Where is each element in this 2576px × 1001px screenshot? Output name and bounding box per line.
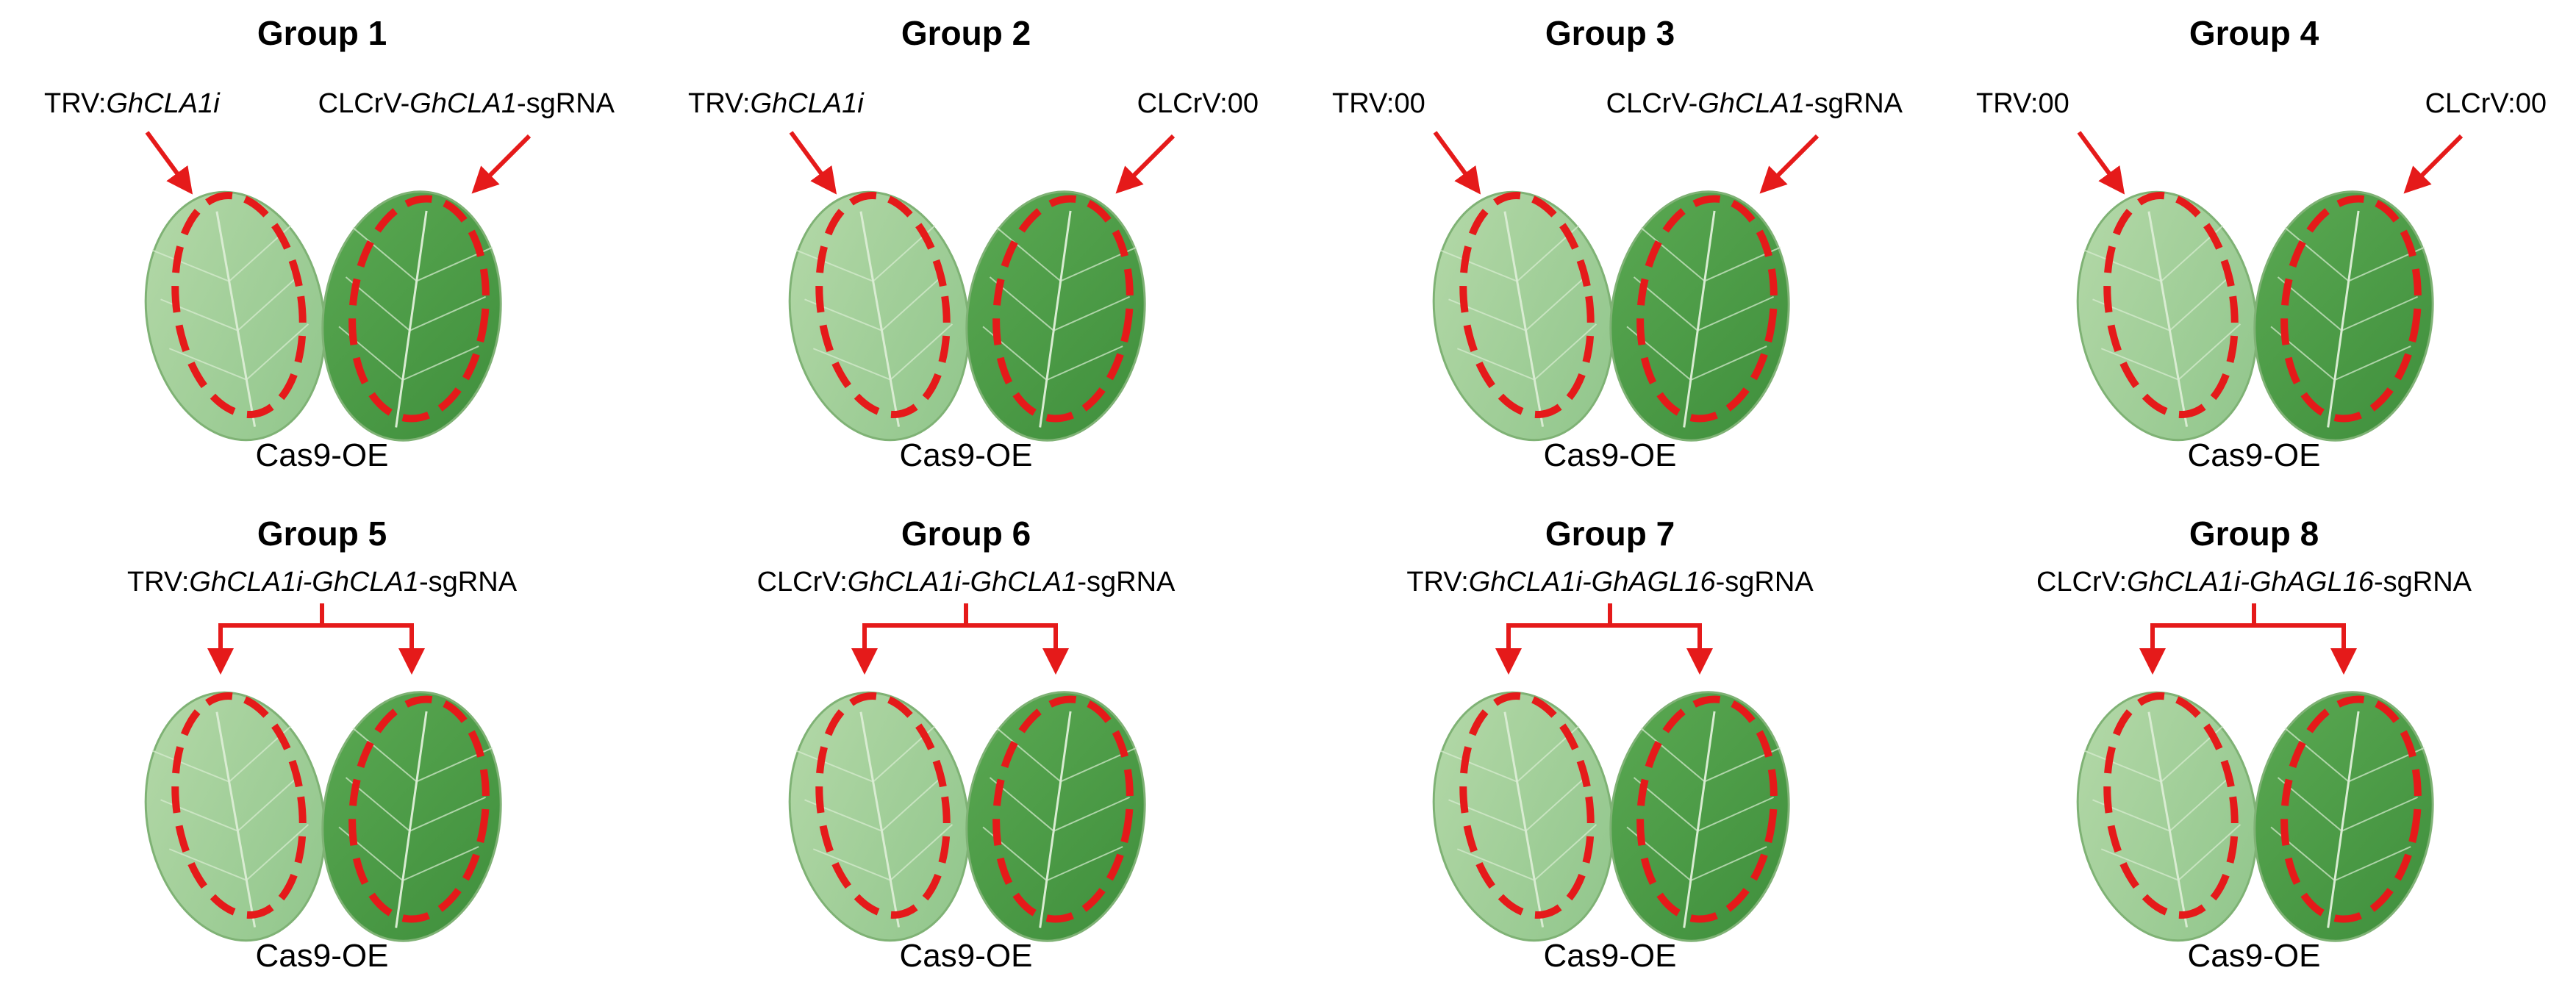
label-gene: GhCLA1i	[106, 88, 219, 119]
genotype-caption: Cas9-OE	[0, 437, 644, 474]
group-title: Group 8	[1932, 514, 2576, 553]
label-suffix: -sgRNA	[419, 567, 517, 598]
label-prefix: TRV:	[44, 88, 106, 119]
label-suffix: -sgRNA	[517, 88, 615, 119]
left-inoculation-label: TRV:GhCLA1i	[44, 88, 220, 120]
group-panel-2: Group 2 TRV:GhCLA1i CLCrV:00Cas9-OE	[644, 0, 1288, 501]
label-prefix: TRV:00	[1332, 88, 1425, 119]
group-title: Group 4	[1932, 13, 2576, 53]
genotype-caption: Cas9-OE	[1288, 938, 1932, 975]
genotype-caption: Cas9-OE	[644, 938, 1288, 975]
genotype-caption: Cas9-OE	[0, 938, 644, 975]
group-title: Group 2	[644, 13, 1288, 53]
label-prefix: TRV:00	[1976, 88, 2069, 119]
group-title: Group 5	[0, 514, 644, 553]
leaf-illustration	[0, 0, 644, 501]
group-panel-4: Group 4 TRV:00 CLCrV:00Cas9-OE	[1932, 0, 2576, 501]
arrow-right	[1122, 136, 1173, 187]
bracket-arrow-right	[322, 625, 412, 666]
label-prefix: TRV:	[127, 567, 189, 598]
label-suffix: -sgRNA	[2374, 567, 2472, 598]
bracket-arrow-left	[865, 603, 966, 666]
group-panel-3: Group 3 TRV:00 CLCrV-GhCLA1-sgRNA Cas9-OE	[1288, 0, 1932, 501]
cotyledon-left	[1414, 678, 1631, 955]
leaf-illustration	[1288, 0, 1932, 501]
label-suffix: -sgRNA	[1077, 567, 1175, 598]
right-inoculation-label: CLCrV-GhCLA1-sgRNA	[1606, 88, 1903, 120]
bracket-arrow-left	[221, 603, 322, 666]
label-prefix: CLCrV:	[2036, 567, 2127, 598]
group-title: Group 1	[0, 13, 644, 53]
joint-inoculation-label: CLCrV:GhCLA1i-GhCLA1-sgRNA	[644, 567, 1288, 598]
left-inoculation-label: TRV:00	[1976, 88, 2069, 120]
group-panel-6: Group 6 CLCrV:GhCLA1i-GhCLA1-sgRNA Cas9-OE	[644, 501, 1288, 1001]
joint-inoculation-label: CLCrV:GhCLA1i-GhAGL16-sgRNA	[1932, 567, 2576, 598]
group-title: Group 3	[1288, 13, 1932, 53]
group-panel-5: Group 5 TRV:GhCLA1i-GhCLA1-sgRNA Cas9-OE	[0, 501, 644, 1001]
label-suffix: -sgRNA	[1716, 567, 1814, 598]
bracket-arrow-left	[1509, 603, 1610, 666]
bracket-arrow-right	[1610, 625, 1700, 666]
label-gene: GhCLA1i-GhCLA1	[848, 567, 1078, 598]
arrow-left	[2079, 132, 2119, 187]
arrow-right	[2410, 136, 2461, 187]
genotype-caption: Cas9-OE	[644, 437, 1288, 474]
label-prefix: TRV:	[688, 88, 750, 119]
arrow-right	[478, 136, 529, 187]
genotype-caption: Cas9-OE	[1932, 938, 2576, 975]
cotyledon-left	[126, 678, 343, 955]
bracket-arrow-right	[966, 625, 1056, 666]
cotyledon-left	[770, 178, 987, 455]
cotyledon-left	[2058, 678, 2275, 955]
bracket-arrow-left	[2153, 603, 2254, 666]
label-gene: GhCLA1i	[750, 88, 863, 119]
label-gene: GhCLA1	[1697, 88, 1805, 119]
arrow-left	[147, 132, 187, 187]
cotyledon-left	[126, 178, 343, 455]
left-inoculation-label: TRV:GhCLA1i	[688, 88, 864, 120]
leaf-illustration	[644, 0, 1288, 501]
label-gene: GhCLA1	[409, 88, 517, 119]
bracket-arrow-right	[2254, 625, 2344, 666]
cotyledon-left	[770, 678, 987, 955]
label-prefix: CLCrV:00	[1137, 88, 1259, 119]
label-prefix: CLCrV:	[757, 567, 848, 598]
left-inoculation-label: TRV:00	[1332, 88, 1425, 120]
arrow-left	[791, 132, 831, 187]
label-gene: GhCLA1i-GhCLA1	[189, 567, 419, 598]
label-gene: GhCLA1i-GhAGL16	[1469, 567, 1716, 598]
arrow-left	[1435, 132, 1475, 187]
group-title: Group 7	[1288, 514, 1932, 553]
group-title: Group 6	[644, 514, 1288, 553]
cotyledon-left	[2058, 178, 2275, 455]
group-panel-1: Group 1 TRV:GhCLA1i CLCrV-GhCLA1-sgRNA Cas9…	[0, 0, 644, 501]
label-prefix: TRV:	[1406, 567, 1468, 598]
label-suffix: -sgRNA	[1805, 88, 1903, 119]
label-prefix: CLCrV-	[318, 88, 410, 119]
label-gene: GhCLA1i-GhAGL16	[2127, 567, 2374, 598]
right-inoculation-label: CLCrV-GhCLA1-sgRNA	[318, 88, 615, 120]
group-panel-7: Group 7 TRV:GhCLA1i-GhAGL16-sgRNA Cas9-OE	[1288, 501, 1932, 1001]
arrow-right	[1766, 136, 1817, 187]
label-prefix: CLCrV:00	[2425, 88, 2547, 119]
cotyledon-left	[1414, 178, 1631, 455]
leaf-illustration	[1932, 0, 2576, 501]
right-inoculation-label: CLCrV:00	[2425, 88, 2547, 120]
right-inoculation-label: CLCrV:00	[1137, 88, 1259, 120]
joint-inoculation-label: TRV:GhCLA1i-GhAGL16-sgRNA	[1288, 567, 1932, 598]
genotype-caption: Cas9-OE	[1932, 437, 2576, 474]
joint-inoculation-label: TRV:GhCLA1i-GhCLA1-sgRNA	[0, 567, 644, 598]
genotype-caption: Cas9-OE	[1288, 437, 1932, 474]
label-prefix: CLCrV-	[1606, 88, 1698, 119]
group-panel-8: Group 8 CLCrV:GhCLA1i-GhAGL16-sgRNA Cas9-O…	[1932, 501, 2576, 1001]
